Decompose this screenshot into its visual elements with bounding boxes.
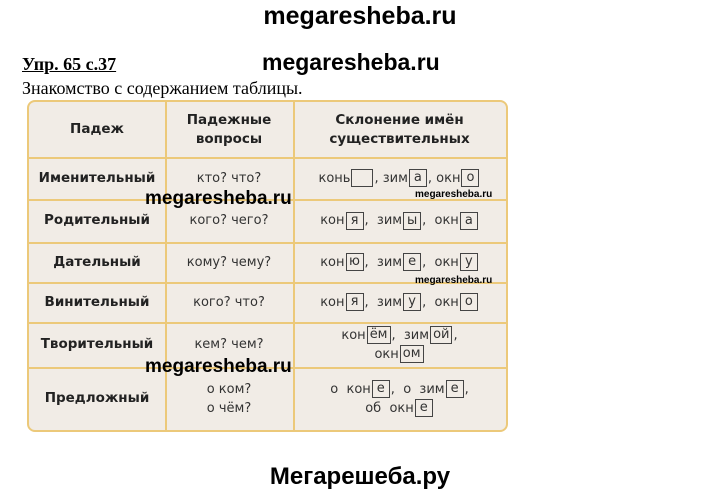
word-stem: , зим	[364, 254, 403, 270]
row-divider	[29, 282, 506, 284]
word-stem: ,	[453, 327, 458, 343]
ending-box: е	[403, 253, 422, 271]
watermark: megaresheba.ru	[145, 356, 292, 377]
question-text: кем? чем?	[194, 337, 264, 352]
word-stem: , зим	[391, 327, 430, 343]
word-stem: кон	[320, 254, 345, 270]
header-label: Падеж	[70, 121, 124, 137]
ending-box: а	[408, 169, 427, 187]
ending-box: е	[445, 380, 464, 398]
case-label: Винительный	[44, 293, 150, 310]
ending-box: я	[345, 293, 364, 311]
word-stem: , зим	[364, 213, 403, 228]
case-name: Именительный	[29, 157, 165, 199]
word-stem: кон	[320, 294, 345, 310]
case-questions: о ком? о чём?	[165, 367, 293, 430]
subtitle: Знакомство с содержанием таблицы.	[22, 78, 303, 98]
ending-box: ой	[430, 326, 453, 344]
header-label: Склонение имён существительных	[329, 111, 470, 147]
ending-box: е	[371, 380, 390, 398]
column-divider	[165, 102, 167, 430]
case-name: Предложный	[29, 367, 165, 430]
column-divider	[293, 102, 295, 430]
watermark-top: megaresheba.ru	[263, 2, 457, 30]
header-label: Падежные вопросы	[186, 111, 272, 147]
watermark: megaresheba.ru	[145, 188, 292, 209]
ending-box: о	[459, 293, 478, 311]
word-stem: , окн	[422, 294, 459, 310]
watermark: megaresheba.ru	[262, 49, 440, 75]
ending-box: я	[345, 211, 364, 230]
ending-box: у	[459, 253, 478, 271]
header-0: Падеж	[29, 102, 165, 157]
case-questions: кого? чего?	[165, 199, 293, 242]
declension-table: Падеж Падежные вопросы Склонение имён суще…	[27, 100, 508, 432]
row-divider	[29, 157, 506, 159]
word-stem: , зим	[374, 170, 408, 186]
word-stem: , окн	[427, 170, 461, 186]
word-stem: ,	[464, 381, 469, 397]
case-name: Дательный	[29, 242, 165, 282]
footer-watermark: Мегарешеба.ру	[269, 463, 451, 490]
ending-box	[351, 169, 374, 187]
word-stem: кон	[341, 327, 366, 343]
ending-box: ём	[366, 326, 391, 344]
case-questions: кого? что?	[165, 282, 293, 322]
word-stem: о кон	[330, 381, 371, 397]
ending-box: о	[461, 169, 480, 187]
word-stem: , зим	[364, 294, 403, 310]
question-text: кому? чему?	[186, 254, 272, 270]
case-name: Винительный	[29, 282, 165, 322]
word-stem: , окн	[422, 254, 459, 270]
row-divider	[29, 199, 506, 201]
word-stem: окн	[374, 346, 399, 362]
case-questions: кто? что?	[165, 157, 293, 199]
watermark: megaresheba.ru	[415, 189, 493, 200]
word-stem: , о зим	[390, 381, 445, 397]
question-text: о ком?	[206, 381, 252, 397]
ending-box: а	[459, 211, 478, 230]
word-stem: об окн	[365, 400, 414, 416]
watermark: megaresheba.ru	[415, 275, 493, 286]
question-text: кто? что?	[196, 170, 262, 186]
ending-box: у	[403, 293, 422, 311]
row-divider	[29, 367, 506, 369]
case-label: Родительный	[44, 212, 150, 228]
row-divider	[29, 242, 506, 244]
exercise-title: Упр. 65 с.37	[22, 54, 117, 74]
ending-box: е	[414, 399, 433, 417]
question-text: о чём?	[206, 400, 252, 416]
question-text: кого? что?	[193, 294, 265, 310]
ending-box: ы	[403, 211, 422, 230]
word-stem: конь	[318, 170, 351, 186]
header-1: Падежные вопросы	[165, 102, 293, 157]
word-stem: , окн	[422, 213, 459, 228]
word-stem: кон	[320, 213, 345, 228]
ending-box: ом	[399, 345, 424, 363]
case-questions: кому? чему?	[165, 242, 293, 282]
case-label: Творительный	[40, 336, 154, 352]
header-2: Склонение имён существительных	[293, 102, 506, 157]
case-name: Родительный	[29, 199, 165, 242]
case-name: Творительный	[29, 322, 165, 367]
case-label: Именительный	[38, 169, 156, 186]
ending-box: ю	[345, 253, 364, 271]
case-questions: кем? чем?	[165, 322, 293, 367]
question-text: кого? чего?	[189, 213, 269, 228]
case-label: Дательный	[53, 253, 141, 270]
row-divider	[29, 322, 506, 324]
case-label: Предложный	[44, 390, 150, 406]
